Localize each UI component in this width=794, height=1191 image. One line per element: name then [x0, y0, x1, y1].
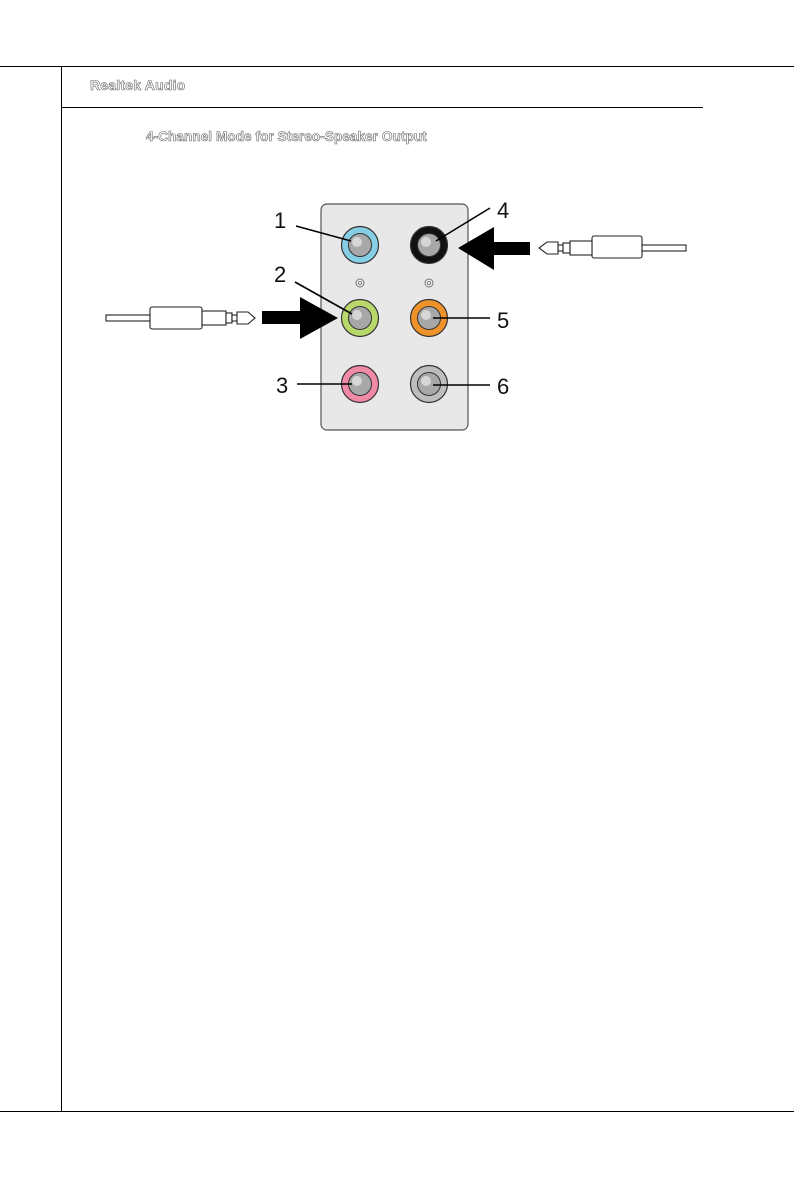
arrow-into-jack-4 — [458, 227, 530, 270]
jack-number-1: 1 — [274, 208, 286, 233]
jack-number-6: 6 — [497, 374, 509, 399]
audio-jack-2 — [342, 300, 379, 337]
jack-number-3: 3 — [276, 373, 288, 398]
audio-plug-left — [106, 307, 255, 329]
audio-plug-right — [539, 236, 686, 258]
audio-jack-4 — [411, 227, 448, 264]
jack-number-4: 4 — [497, 198, 509, 223]
audio-jack-6 — [411, 366, 448, 403]
audio-jack-1 — [342, 227, 379, 264]
jack-number-2: 2 — [274, 262, 286, 287]
jack-number-5: 5 — [497, 308, 509, 333]
